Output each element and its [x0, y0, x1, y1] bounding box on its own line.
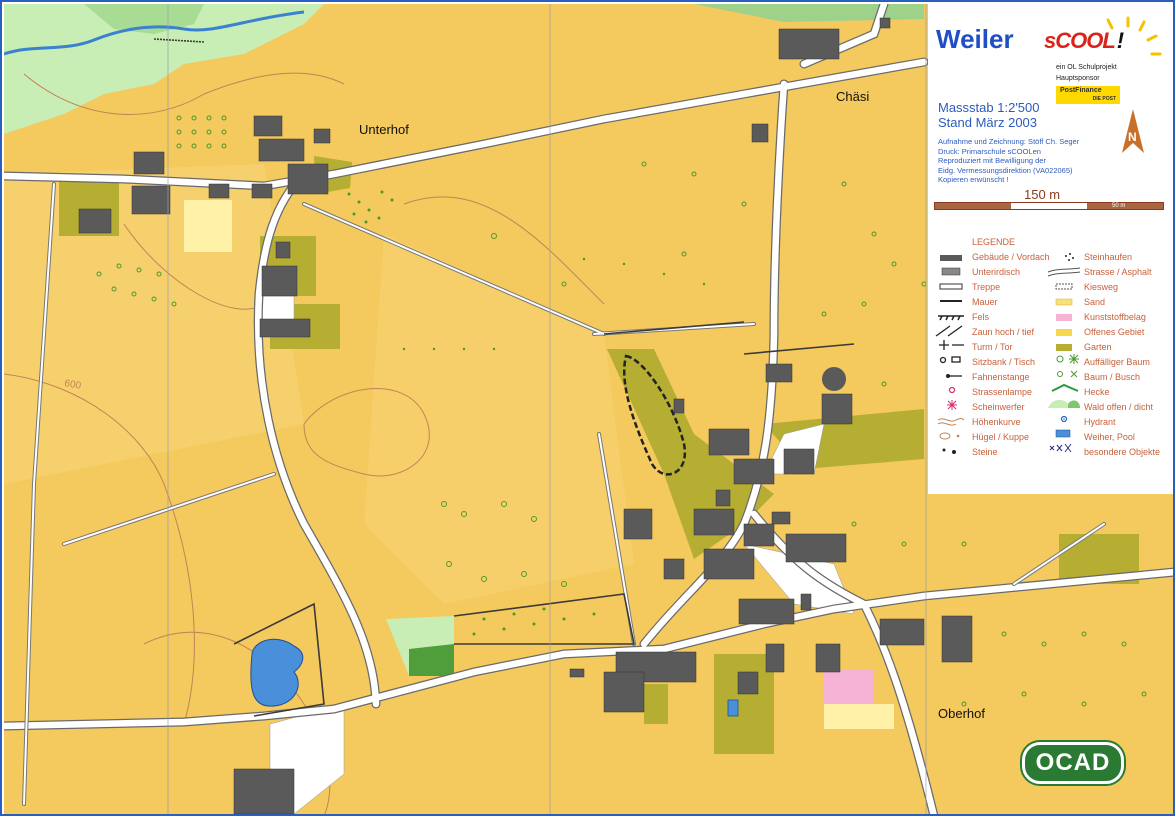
place-label-oberhof: Oberhof — [938, 706, 985, 721]
legend-item: Steinhaufen — [1084, 252, 1133, 262]
pond — [250, 638, 304, 707]
buildings — [78, 17, 973, 814]
legend-item: Gebäude / Vordach — [972, 252, 1050, 262]
legend-item: Fels — [972, 312, 990, 322]
north-symbol: N — [1128, 130, 1137, 144]
place-label-chaesi: Chäsi — [836, 89, 870, 104]
legend-item: Scheinwerfer — [972, 402, 1025, 412]
legend-item: Hydrant — [1084, 417, 1116, 427]
bushes — [347, 190, 706, 636]
fences — [153, 38, 855, 717]
contour-lines — [4, 72, 605, 814]
legend-item: Hügel / Kuppe — [972, 432, 1030, 442]
field-area — [364, 234, 634, 604]
stream — [4, 10, 305, 56]
legend-item: Zaun hoch / tief — [972, 327, 1035, 337]
forest-area — [694, 4, 924, 22]
scool-logo-exclaim: ! — [1116, 28, 1124, 53]
legend-item: Fahnenstange — [972, 372, 1030, 382]
sun-rays-icon — [1106, 16, 1162, 56]
contour-label: 600 — [63, 378, 82, 392]
sponsor-sub: DIE POST — [1092, 96, 1116, 102]
map-legend-panel: Weiler sCOOL! ein OL Schulprojekt Haupts… — [928, 4, 1173, 494]
legend-item: Sitzbank / Tisch — [972, 357, 1036, 367]
grid-lines — [167, 4, 927, 814]
legend-item: Weiher, Pool — [1084, 432, 1135, 442]
legend-item: Garten — [1084, 342, 1112, 352]
schulprojekt-text: ein OL Schulprojekt — [1056, 64, 1117, 71]
scool-logo-text: sCOOL — [1044, 28, 1116, 53]
north-arrow-icon: N — [1122, 109, 1144, 153]
open-area — [824, 704, 894, 729]
sport-field — [824, 669, 874, 704]
legend-item: Offenes Gebiet — [1084, 327, 1145, 337]
sponsor-name: PostFinance — [1060, 87, 1102, 94]
silo — [822, 367, 846, 391]
track — [623, 354, 687, 476]
legend-item: Wald offen / dicht — [1084, 402, 1154, 412]
scale-bar-segment — [1087, 203, 1163, 209]
massstab-text: Massstab 1:2'500 — [938, 100, 1040, 115]
scale-bar-segment — [935, 203, 1011, 209]
orchard-trees — [96, 115, 1147, 707]
legend-item: Strassenlampe — [972, 387, 1033, 397]
credit-line: Aufnahme und Zeichnung: Stöff Ch. Seger — [938, 137, 1080, 146]
scool-logo: sCOOL! — [1044, 28, 1124, 54]
scale-bar — [934, 202, 1164, 210]
scale-bar-label: 50 m — [1112, 203, 1126, 209]
stand-text: Stand März 2003 — [938, 115, 1038, 130]
hauptsponsor-text: Hauptsponsor — [1056, 75, 1100, 82]
credit-line: Reproduziert mit Bewilligung der — [938, 156, 1046, 165]
credits-text: Aufnahme und Zeichnung: Stöff Ch. Seger … — [938, 137, 1098, 185]
credit-line: Kopieren erwünscht ! — [938, 175, 1009, 184]
legend-title: LEGENDE — [972, 237, 1016, 247]
legend-item: Kiesweg — [1084, 282, 1119, 292]
legend-item: Strasse / Asphalt — [1084, 267, 1152, 277]
road-network — [4, 4, 1173, 814]
legend-item: Auffälliger Baum — [1084, 357, 1150, 367]
legend-left-symbols — [935, 255, 965, 454]
place-label-unterhof: Unterhof — [359, 122, 409, 137]
legend-item: Höhenkurve — [972, 417, 1021, 427]
forest-area — [4, 4, 324, 134]
legend-item: Treppe — [972, 282, 1001, 292]
open-area — [184, 200, 232, 252]
ocad-logo: OCAD — [1022, 742, 1124, 784]
legend-item: Turm / Tor — [972, 342, 1013, 352]
legend-item: Mauer — [972, 297, 998, 307]
scale-label: 150 m — [1024, 187, 1061, 202]
legend-item: besondere Objekte — [1084, 447, 1161, 457]
lawn-area — [409, 644, 454, 676]
legend-item: Baum / Busch — [1084, 372, 1141, 382]
credit-line: Eidg. Vermessungsdirektion (VA022065) — [938, 165, 1073, 175]
legend-item: Unterirdisch — [972, 267, 1021, 277]
legend-symbols — [935, 253, 1081, 454]
legend-item: Kunststoffbelag — [1084, 312, 1146, 322]
credit-line: Druck: Primarschule sCOOLen — [938, 146, 1041, 156]
legend-item: Sand — [1084, 297, 1106, 307]
legend-right-symbols — [1047, 253, 1081, 453]
legend-item: Steine — [972, 447, 998, 457]
title-weiler: Weiler — [936, 24, 1014, 54]
legend-item: Hecke — [1084, 387, 1110, 397]
pool — [727, 699, 739, 717]
